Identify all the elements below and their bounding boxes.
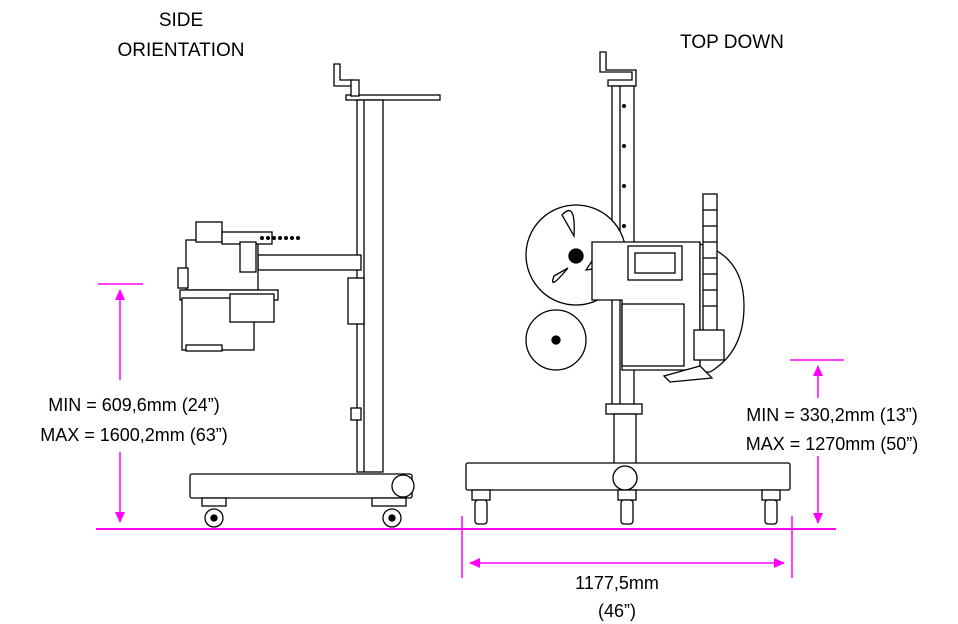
top-rack [702, 193, 718, 347]
side-title-line2: ORIENTATION [117, 40, 244, 61]
side-max-label: MAX = 1600,2mm (63”) [40, 425, 228, 445]
top-min-label: MIN = 330,2mm (13”) [746, 405, 918, 425]
top-base-center-cap [612, 465, 638, 491]
side-height-dimension [98, 283, 143, 523]
width-dimension [461, 516, 793, 596]
side-top-plate [345, 94, 441, 101]
top-height-dimension [790, 359, 844, 524]
side-crank-icon [333, 63, 353, 87]
top-title: TOP DOWN [680, 32, 784, 53]
top-crank-icon [599, 51, 637, 87]
width-imperial-label: (46”) [598, 601, 636, 621]
width-value-label: 1177,5mm [575, 573, 659, 593]
side-machine [177, 63, 441, 528]
side-base [189, 473, 413, 499]
side-title-line1: SIDE [159, 10, 203, 31]
top-machine [465, 51, 791, 525]
top-max-label: MAX = 1270mm (50”) [746, 434, 919, 454]
side-arm [257, 254, 362, 271]
side-base-end-cap [391, 474, 415, 498]
side-min-label: MIN = 609,6mm (24”) [48, 395, 220, 415]
top-motor-box [621, 303, 685, 367]
